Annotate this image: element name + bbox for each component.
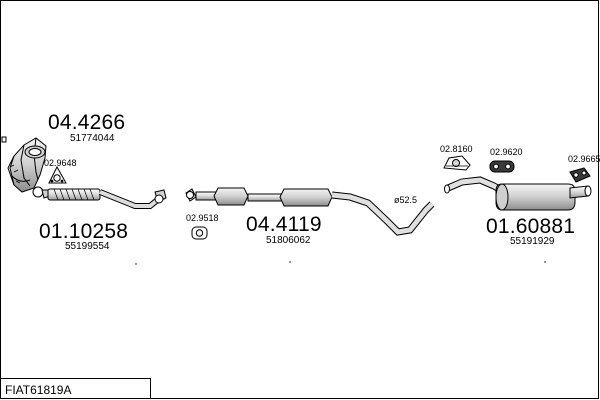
pipe-diameter-label: ø52.5 [394,195,418,205]
kit-code: FIAT61819A [5,383,72,397]
center-silencer-oem-number: 51806062 [266,235,311,246]
clamp-part[interactable] [443,155,471,171]
dot [289,261,291,263]
front-pipe-part[interactable] [32,186,167,209]
dot [135,263,137,265]
rubber-a-part[interactable] [489,160,515,173]
rear-silencer-part[interactable] [444,176,592,211]
center-silencer-part[interactable] [185,187,435,236]
gasket-mid-number: 02.9518 [186,213,219,223]
front-pipe-oem-number: 55199554 [65,241,110,252]
dot [544,261,546,263]
rubber-b-part[interactable] [569,167,591,183]
rear-silencer-oem-number: 55191929 [510,236,555,247]
gasket-mid-part[interactable] [191,226,208,240]
gasket-front-part[interactable] [48,165,67,184]
rubber-a-number: 02.9620 [490,147,523,157]
manifold-part-number: 04.4266 [48,111,126,134]
manifold-part[interactable] [7,137,47,193]
rear-silencer-part-number: 01.60881 [486,215,576,238]
center-silencer-part-number: 04.4119 [246,213,322,236]
clamp-number: 02.8160 [440,144,473,154]
manifold-oem-number: 51774044 [70,133,115,144]
front-pipe-part-number: 01.10258 [39,220,129,243]
rubber-b-number: 02.9665 [568,154,600,164]
kit-code-box: FIAT61819A [0,378,151,399]
gasket-front-number: 02.9648 [44,158,77,168]
edge-marker [1,136,7,143]
